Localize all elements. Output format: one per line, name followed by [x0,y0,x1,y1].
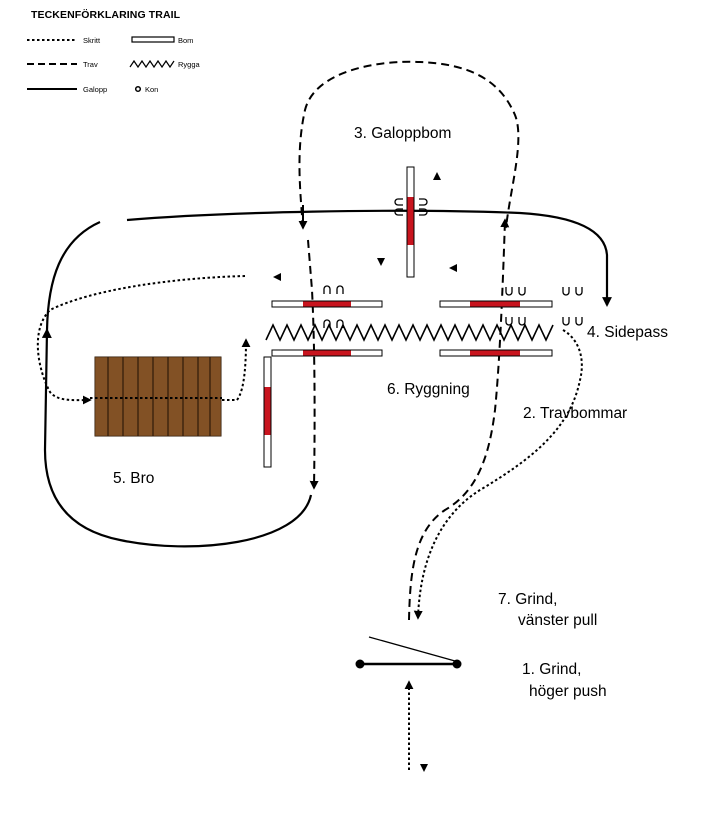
triangle-marker [433,172,441,180]
legend-backup-zigzag [129,59,175,69]
gate-post-right [452,659,462,669]
cone-marker [394,198,403,206]
pole-stripe [303,350,351,356]
canter-path-left [41,328,313,548]
legend-pole-label: Bom [178,36,194,45]
legend-backup-label: Rygga [178,60,200,69]
pole-stripe [303,301,351,307]
walk-path-to-gate [413,329,583,620]
legend-pole-icon [131,36,175,43]
trot-path-loop [298,60,520,229]
triangle-marker [273,273,281,281]
legend-symbols [27,36,175,93]
backup-label: 6. Ryggning [387,381,470,398]
triangle-marker [449,264,457,272]
cone-marker [394,208,403,216]
cone-marker [562,287,570,296]
gate-push-label-line1: 1. Grind, [522,661,582,678]
vertical-pole-left [263,356,272,468]
cone-marker [323,285,331,294]
pole-set-right [439,300,553,357]
cone-marker [336,319,344,328]
cone-marker [323,319,331,328]
trot-path-up [408,218,510,621]
trot-poles-label: 2. Travbommar [523,405,628,422]
cones [323,198,583,328]
cone-marker [575,287,583,296]
pole-set-left [271,300,383,357]
cone-marker [336,285,344,294]
cone-marker [419,208,428,216]
backup-zigzag [265,323,554,342]
direction-markers [273,172,457,772]
cone-marker [562,317,570,326]
sidepass-label: 4. Sidepass [587,324,668,341]
canter-pole [406,166,415,278]
legend-cone-label: Kon [145,85,159,94]
legend-canter-label: Galopp [83,85,108,94]
cone-marker [419,198,428,206]
walk-path-after-bridge [222,338,251,401]
legend-title: TECKENFÖRKLARING TRAIL [31,9,181,21]
pole-stripe [470,350,520,356]
gate [355,636,462,669]
legend-trot-label: Trav [83,60,98,69]
cone-marker [505,317,513,326]
gate-swing-line [368,636,456,662]
bridge [90,356,222,437]
legend-walk-label: Skritt [83,36,101,45]
gate-pull-label-line1: 7. Grind, [498,591,558,608]
cone-marker [518,287,526,296]
canter-pole-label: 3. Galoppbom [354,125,452,142]
gate-push-label-line2: höger push [529,683,607,700]
gate-pull-label-line2: vänster pull [518,612,598,629]
cone-marker [575,317,583,326]
pole-stripe [470,301,520,307]
triangle-marker [420,764,428,772]
gate-post-left [355,659,365,669]
canter-path [126,209,612,307]
cone-marker [505,287,513,296]
walk-path-bridge-loop [36,275,246,405]
pole-stripe [407,197,414,245]
legend-cone-icon [134,85,142,93]
bridge-label: 5. Bro [113,470,155,487]
canter-path-left-top [45,220,101,331]
trot-path-through [307,239,319,490]
cone-marker [518,317,526,326]
pole-stripe [264,387,271,435]
triangle-marker [377,258,385,266]
